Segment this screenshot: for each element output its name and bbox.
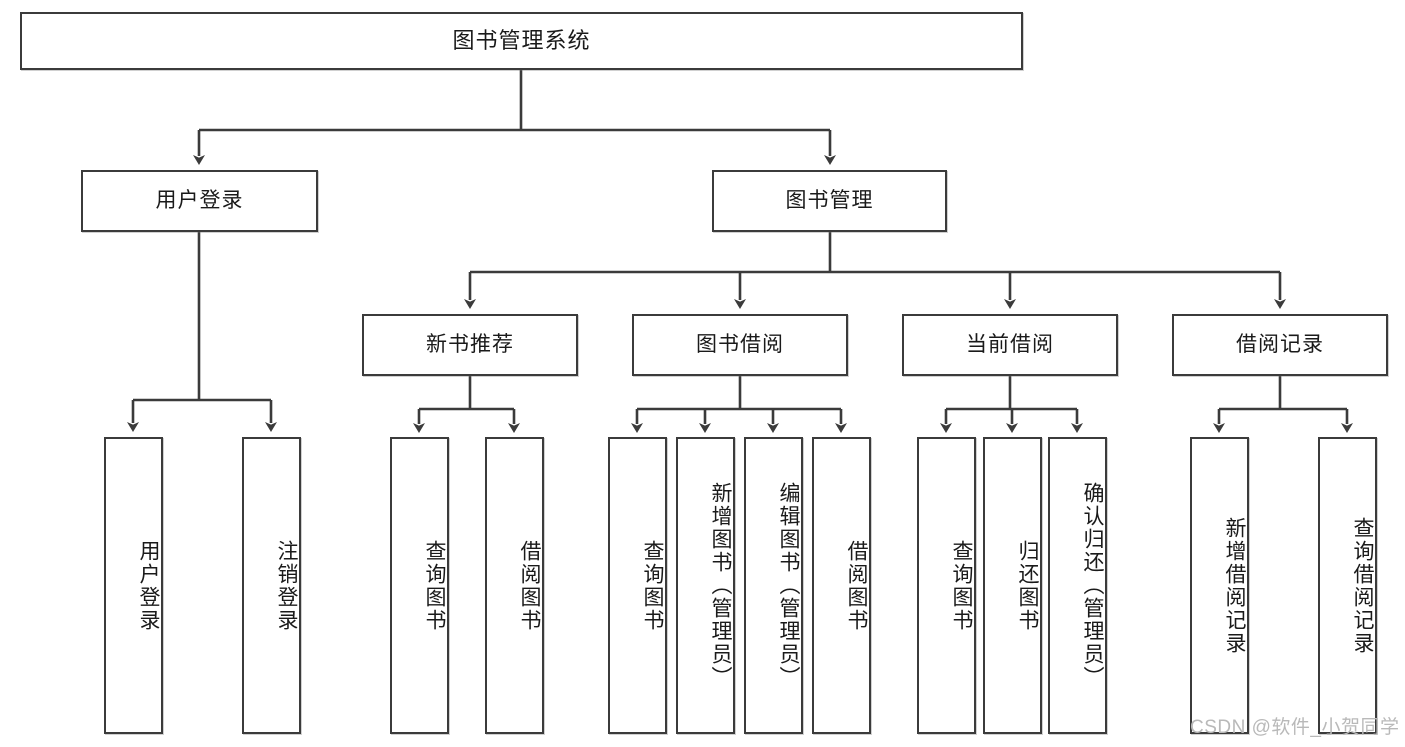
- leaf-recommend-borrow-book[interactable]: 借阅图书: [485, 437, 544, 734]
- leaf-label: 借阅图书: [845, 539, 868, 632]
- watermark-text: CSDN @软件_小贺同学: [1190, 717, 1400, 738]
- node-new-book-recommend[interactable]: 新书推荐: [362, 314, 578, 376]
- leaf-current-query-book[interactable]: 查询图书: [917, 437, 976, 734]
- node-book-management[interactable]: 图书管理: [712, 170, 947, 232]
- leaf-label: 新增图书（管理员）: [709, 482, 732, 689]
- leaf-records-query-record[interactable]: 查询借阅记录: [1318, 437, 1377, 734]
- leaf-label: 用户登录: [137, 539, 160, 632]
- leaf-label: 借阅图书: [518, 539, 541, 632]
- leaf-borrow-borrow-book[interactable]: 借阅图书: [812, 437, 871, 734]
- node-user-login[interactable]: 用户登录: [81, 170, 318, 232]
- leaf-borrow-query-book[interactable]: 查询图书: [608, 437, 667, 734]
- leaf-label: 新增借阅记录: [1223, 516, 1246, 655]
- leaf-label: 注销登录: [275, 539, 298, 632]
- leaf-label: 归还图书: [1016, 539, 1039, 632]
- leaf-label: 查询图书: [641, 539, 664, 632]
- leaf-user-login-login[interactable]: 用户登录: [104, 437, 163, 734]
- leaf-recommend-query-book[interactable]: 查询图书: [390, 437, 449, 734]
- leaf-records-add-record[interactable]: 新增借阅记录: [1190, 437, 1249, 734]
- leaf-borrow-add-book[interactable]: 新增图书（管理员）: [676, 437, 735, 734]
- leaf-label: 确认归还（管理员）: [1081, 482, 1104, 689]
- node-book-borrow[interactable]: 图书借阅: [632, 314, 848, 376]
- leaf-label: 查询图书: [423, 539, 446, 632]
- node-root-system[interactable]: 图书管理系统: [20, 12, 1023, 70]
- leaf-user-login-logout[interactable]: 注销登录: [242, 437, 301, 734]
- node-current-borrow[interactable]: 当前借阅: [902, 314, 1118, 376]
- leaf-label: 编辑图书（管理员）: [777, 482, 800, 689]
- leaf-current-confirm-return[interactable]: 确认归还（管理员）: [1048, 437, 1107, 734]
- leaf-current-return-book[interactable]: 归还图书: [983, 437, 1042, 734]
- leaf-borrow-edit-book[interactable]: 编辑图书（管理员）: [744, 437, 803, 734]
- leaf-label: 查询图书: [950, 539, 973, 632]
- leaf-label: 查询借阅记录: [1351, 516, 1374, 655]
- node-borrow-records[interactable]: 借阅记录: [1172, 314, 1388, 376]
